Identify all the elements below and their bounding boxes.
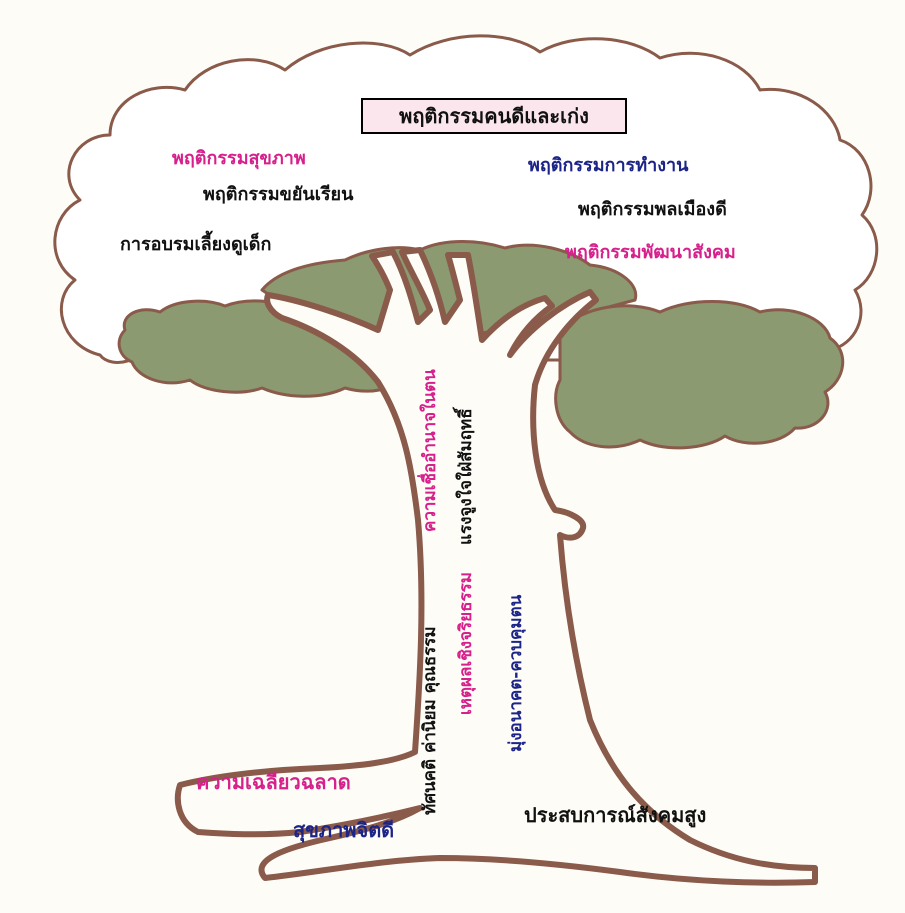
root-label-social-experience: ประสบการณ์สังคมสูง [524,805,706,825]
title-text: พฤติกรรมคนดีและเก่ง [399,100,589,132]
canopy-right-item2: พฤติกรรมพลเมืองดี [578,201,727,219]
canopy-right-item3: พฤติกรรมพัฒนาสังคม [565,244,736,262]
trunk-text-achievement-motivation: แรงจูงใจใฝ่สัมฤทธิ์ [458,408,475,545]
root-label-mental-health: สุขภาพจิตดี [293,820,394,840]
canopy-left-item2: พฤติกรรมขยันเรียน [203,186,353,204]
trunk-text-moral-reasoning: เหตุผลเชิงจริยธรรม [458,572,475,715]
root-label-intelligence: ความเฉลียวฉลาด [196,772,351,792]
canopy-right-item1: พฤติกรรมการทำงาน [528,157,688,175]
trunk-text-values: ทัศนคติ ค่านิยม คุณธรรม [422,626,439,815]
canopy-left-item3: การอบรมเลี้ยงดูเด็ก [120,236,271,254]
title-box: พฤติกรรมคนดีและเก่ง [361,98,627,134]
canopy-left-item1: พฤติกรรมสุขภาพ [172,150,306,168]
trunk-text-locus-of-control: ความเชื่ออำนาจในตน [422,369,439,532]
right-foliage [556,302,843,448]
trunk-text-future-orientation: มุ่งอนาคต-ควบคุมตน [508,595,525,752]
